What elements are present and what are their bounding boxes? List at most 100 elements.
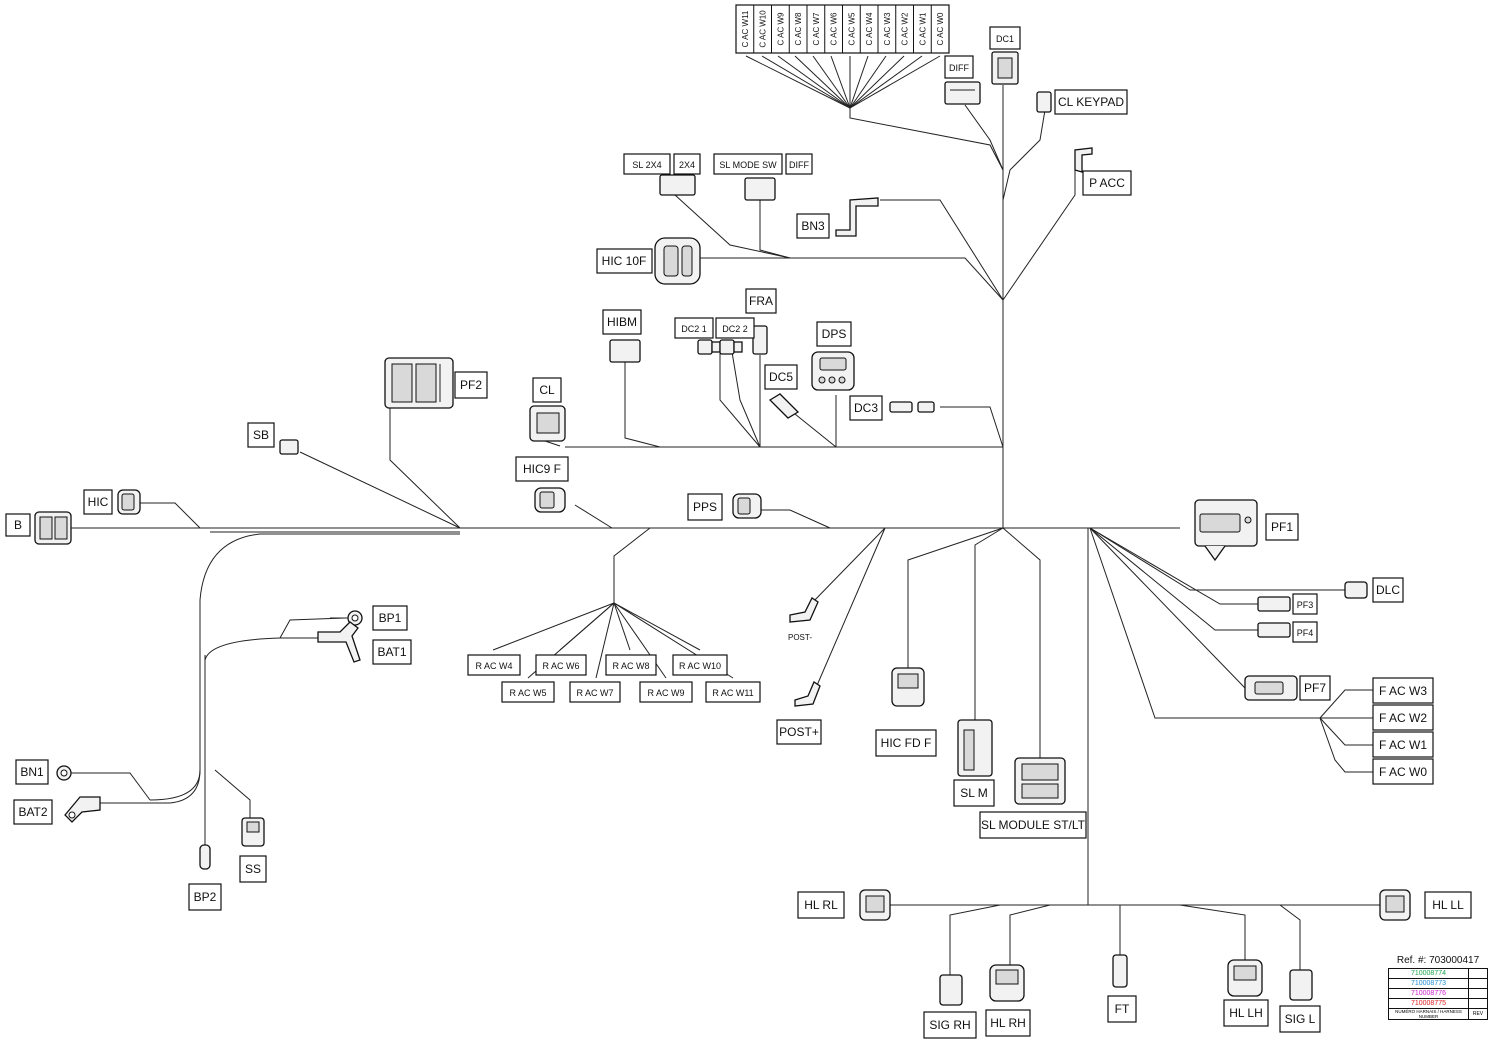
dc1-connector-icon [991, 51, 1019, 85]
pf1-connector-icon [1194, 499, 1258, 562]
label-diff-mid: DIFF [789, 160, 809, 170]
ref-label: Ref. #: [1396, 955, 1427, 966]
label-r-ac-w5: R AC W5 [509, 688, 546, 698]
label-pf7: PF7 [1304, 681, 1326, 695]
label-hl-rl: HL RL [804, 898, 838, 912]
label-dc1: DC1 [996, 34, 1014, 44]
label-hic-fd-f: HIC FD F [881, 736, 932, 750]
pf4-connector-icon [1257, 622, 1291, 638]
bn1-ring-terminal-icon [56, 765, 82, 781]
sl-2x4-connector-icon [659, 174, 696, 196]
label-r-ac-w8: R AC W8 [612, 661, 649, 671]
label-dps: DPS [822, 327, 847, 341]
label-c-ac-w: C AC W0 [936, 12, 945, 45]
label-f-ac-w0: F AC W0 [1379, 765, 1427, 779]
label-dc2-2: DC2 2 [722, 324, 748, 334]
label-pps: PPS [693, 500, 717, 514]
fra-connector-icon [752, 325, 768, 355]
label-p-acc: P ACC [1089, 176, 1125, 190]
label-r-ac-w6: R AC W6 [542, 661, 579, 671]
post-plus-terminal-icon [794, 681, 821, 707]
label-pf2: PF2 [460, 378, 482, 392]
label-ss: SS [245, 862, 261, 876]
p-acc-connector-icon [1074, 147, 1093, 173]
hic-10f-connector-icon [654, 237, 701, 285]
label-r-ac-w9: R AC W9 [647, 688, 684, 698]
pf3-connector-icon [1257, 596, 1291, 612]
label-sl-m: SL M [960, 786, 988, 800]
label-fra: FRA [749, 294, 773, 308]
ref-row: 710008775 [1388, 998, 1488, 1009]
ref-value: 703000417 [1429, 955, 1480, 966]
label-hl-ll: HL LL [1432, 898, 1464, 912]
label-hl-rh: HL RH [990, 1016, 1026, 1030]
label-ft: FT [1115, 1002, 1130, 1016]
label-bp2: BP2 [194, 890, 217, 904]
hibm-connector-icon [609, 339, 641, 363]
cl-keypad-connector-icon [1036, 91, 1052, 113]
pf7-connector-icon [1244, 675, 1298, 701]
sl-module-connector-icon [1014, 757, 1066, 805]
label-sig-rh: SIG RH [929, 1018, 970, 1032]
label-c-ac-w: C AC W11 [741, 10, 750, 47]
dc2-1-connector-icon [697, 339, 721, 355]
sig-l-connector-icon [1289, 969, 1313, 1001]
label-c-ac-w: C AC W9 [776, 12, 785, 45]
ref-number: Ref. #: 703000417 [1388, 955, 1488, 966]
label-c-ac-w: C AC W3 [883, 12, 892, 45]
dc5-connector-icon [768, 393, 800, 419]
label-r-ac-w7: R AC W7 [576, 688, 613, 698]
bp1-ring-terminal-icon [330, 610, 363, 626]
hic9f-connector-icon [534, 487, 566, 513]
label-bp1: BP1 [379, 611, 402, 625]
ref-part-number: 710008776 [1388, 988, 1469, 999]
label-sl-module: SL MODULE ST/LT [981, 818, 1086, 832]
label-hic-10f: HIC 10F [602, 254, 647, 268]
harness-number-footer: NUMÉRO HARNAIS / HARNESS NUMBER [1388, 1008, 1469, 1020]
dlc-connector-icon [1344, 581, 1368, 599]
ref-rev-cell [1468, 998, 1488, 1009]
bat1-terminal-icon [317, 621, 361, 663]
label-c-ac-w: C AC W7 [812, 12, 821, 45]
label-sl-2x4: SL 2X4 [632, 160, 661, 170]
label-c-ac-w: C AC W4 [865, 12, 874, 45]
label-diff-top: DIFF [949, 63, 969, 73]
label-f-ac-w2: F AC W2 [1379, 711, 1427, 725]
label-2x4: 2X4 [679, 160, 695, 170]
connector-labels: DC1 DIFF CL KEYPAD P ACC SL 2X4 2X4 SL M… [5, 26, 1472, 1039]
label-hic: HIC [88, 495, 109, 509]
ref-rev-cell [1468, 978, 1488, 989]
label-dc2-1: DC2 1 [681, 324, 707, 334]
hic-connector-icon [117, 489, 141, 515]
label-bn3: BN3 [801, 219, 825, 233]
ref-part-number: 710008773 [1388, 978, 1469, 989]
sl-mode-sw-connector-icon [744, 177, 776, 201]
label-sl-mode-sw: SL MODE SW [719, 160, 777, 170]
dps-connector-icon [811, 351, 855, 391]
label-dc3: DC3 [854, 401, 878, 415]
label-sb: SB [253, 428, 269, 442]
label-b: B [14, 518, 22, 532]
label-c-ac-w: C AC W8 [794, 12, 803, 45]
label-dc5: DC5 [769, 370, 793, 384]
label-f-ac-w3: F AC W3 [1379, 684, 1427, 698]
ref-rev-cell [1468, 968, 1488, 979]
label-bn1: BN1 [20, 765, 44, 779]
label-hl-lh: HL LH [1229, 1006, 1263, 1020]
dc3-connector-icon [889, 401, 935, 413]
label-r-ac-w11: R AC W11 [712, 688, 753, 698]
label-hibm: HIBM [607, 315, 637, 329]
label-dlc: DLC [1376, 583, 1400, 597]
label-c-ac-w: C AC W6 [830, 12, 839, 45]
bp2-terminal-icon [199, 844, 211, 870]
hl-rh-connector-icon [989, 964, 1025, 1002]
rev-footer: REV [1468, 1008, 1488, 1020]
connector-glyphs [34, 51, 1411, 1006]
label-post-plus: POST+ [779, 725, 819, 739]
ref-row: 710008774 [1388, 968, 1488, 979]
bat2-terminal-icon [64, 796, 101, 823]
